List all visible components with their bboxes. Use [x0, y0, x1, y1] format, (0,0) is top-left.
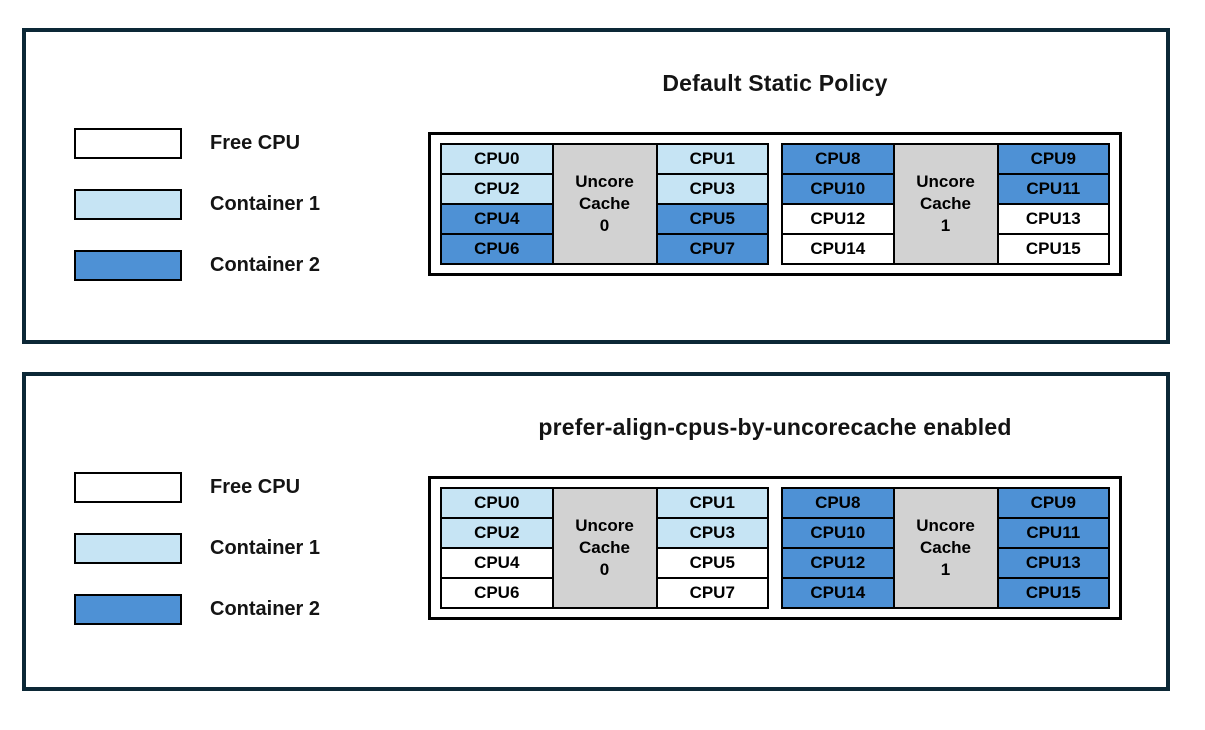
uncore-cache-label-line: Uncore — [575, 171, 634, 191]
cpu-cell: CPU11 — [996, 173, 1110, 205]
cpu-topology-diagram: CPU0 CPU2 CPU4 CPU6 Uncore Cache 0 CPU1 … — [428, 476, 1122, 620]
uncore-cache-block: Uncore Cache 1 — [892, 143, 999, 265]
uncore-cache-index: 1 — [940, 216, 951, 236]
cpu-cell: CPU1 — [655, 143, 769, 175]
legend-swatch-container-2 — [74, 250, 182, 281]
cpu-cell: CPU5 — [655, 547, 769, 579]
uncore-cache-label-line: Cache — [919, 193, 972, 213]
legend-label-container-1: Container 1 — [210, 193, 321, 215]
uncore-cache-block: Uncore Cache 0 — [551, 487, 658, 609]
legend-item-free-cpu: Free CPU — [74, 128, 320, 159]
cpu-cell: CPU12 — [781, 547, 895, 579]
uncore-cache-label-line: Cache — [578, 193, 631, 213]
panel-default-static-policy: Default Static Policy Free CPU Container… — [22, 28, 1170, 344]
legend-item-free-cpu: Free CPU — [74, 472, 320, 503]
cpu-cell: CPU9 — [996, 143, 1110, 175]
cpu-cell: CPU1 — [655, 487, 769, 519]
cpu-cell: CPU11 — [996, 517, 1110, 549]
cpu-cell: CPU2 — [440, 173, 554, 205]
cpu-cell: CPU6 — [440, 577, 554, 609]
cpu-cell: CPU13 — [996, 547, 1110, 579]
legend-label-container-2: Container 2 — [210, 598, 321, 620]
legend: Free CPU Container 1 Container 2 — [74, 472, 320, 625]
panel-title: prefer-align-cpus-by-uncorecache enabled — [538, 414, 1012, 440]
legend-swatch-container-2 — [74, 594, 182, 625]
cpu-topology-diagram: CPU0 CPU2 CPU4 CPU6 Uncore Cache 0 CPU1 … — [428, 132, 1122, 276]
uncore-cache-index: 1 — [940, 560, 951, 580]
cpu-cell: CPU15 — [996, 577, 1110, 609]
cpu-column-right: CPU9 CPU11 CPU13 CPU15 — [996, 487, 1110, 609]
uncore-cache-label-line: Cache — [919, 537, 972, 557]
cpu-cell: CPU3 — [655, 173, 769, 205]
legend-label-container-2: Container 2 — [210, 254, 321, 276]
cpu-column-left: CPU8 CPU10 CPU12 CPU14 — [781, 487, 895, 609]
cpu-column-left: CPU8 CPU10 CPU12 CPU14 — [781, 143, 895, 265]
cpu-column-right: CPU9 CPU11 CPU13 CPU15 — [996, 143, 1110, 265]
uncore-cache-index: 0 — [599, 560, 610, 580]
legend-swatch-container-1 — [74, 533, 182, 564]
cpu-cell: CPU7 — [655, 233, 769, 265]
legend-item-container-2: Container 2 — [74, 250, 320, 281]
uncore-cache-label-line: Uncore — [575, 515, 634, 535]
cpu-cell: CPU13 — [996, 203, 1110, 235]
legend-label-container-1: Container 1 — [210, 537, 321, 559]
cpu-cell: CPU7 — [655, 577, 769, 609]
cpu-cell: CPU4 — [440, 203, 554, 235]
panel-prefer-align-cpus-by-uncorecache: prefer-align-cpus-by-uncorecache enabled… — [22, 372, 1170, 691]
cpu-column-right: CPU1 CPU3 CPU5 CPU7 — [655, 487, 769, 609]
cpu-cell: CPU4 — [440, 547, 554, 579]
cpu-cell: CPU6 — [440, 233, 554, 265]
cpu-cell: CPU12 — [781, 203, 895, 235]
uncore-cache-0-group: CPU0 CPU2 CPU4 CPU6 Uncore Cache 0 CPU1 … — [440, 487, 769, 609]
uncore-cache-label-line: Cache — [578, 537, 631, 557]
legend-item-container-1: Container 1 — [74, 189, 320, 220]
cpu-cell: CPU3 — [655, 517, 769, 549]
legend-item-container-1: Container 1 — [74, 533, 320, 564]
cpu-cell: CPU15 — [996, 233, 1110, 265]
uncore-cache-label-line: Uncore — [916, 171, 975, 191]
uncore-cache-0-group: CPU0 CPU2 CPU4 CPU6 Uncore Cache 0 CPU1 … — [440, 143, 769, 265]
cpu-cell: CPU8 — [781, 143, 895, 175]
uncore-cache-1-group: CPU8 CPU10 CPU12 CPU14 Uncore Cache 1 CP… — [781, 487, 1110, 609]
cpu-column-left: CPU0 CPU2 CPU4 CPU6 — [440, 143, 554, 265]
legend-label-free-cpu: Free CPU — [210, 132, 301, 154]
legend-swatch-container-1 — [74, 189, 182, 220]
uncore-cache-block: Uncore Cache 1 — [892, 487, 999, 609]
cpu-cell: CPU9 — [996, 487, 1110, 519]
cpu-column-right: CPU1 CPU3 CPU5 CPU7 — [655, 143, 769, 265]
cpu-cell: CPU5 — [655, 203, 769, 235]
cpu-column-left: CPU0 CPU2 CPU4 CPU6 — [440, 487, 554, 609]
legend-item-container-2: Container 2 — [74, 594, 320, 625]
uncore-cache-label-line: Uncore — [916, 515, 975, 535]
legend: Free CPU Container 1 Container 2 — [74, 128, 320, 281]
uncore-cache-1-group: CPU8 CPU10 CPU12 CPU14 Uncore Cache 1 CP… — [781, 143, 1110, 265]
cpu-cell: CPU0 — [440, 143, 554, 175]
legend-swatch-free-cpu — [74, 472, 182, 503]
cpu-cell: CPU8 — [781, 487, 895, 519]
uncore-cache-index: 0 — [599, 216, 610, 236]
cpu-cell: CPU14 — [781, 233, 895, 265]
legend-swatch-free-cpu — [74, 128, 182, 159]
cpu-cell: CPU2 — [440, 517, 554, 549]
cpu-cell: CPU10 — [781, 173, 895, 205]
panel-title: Default Static Policy — [662, 70, 888, 96]
cpu-cell: CPU10 — [781, 517, 895, 549]
uncore-cache-block: Uncore Cache 0 — [551, 143, 658, 265]
cpu-cell: CPU0 — [440, 487, 554, 519]
legend-label-free-cpu: Free CPU — [210, 476, 301, 498]
cpu-cell: CPU14 — [781, 577, 895, 609]
